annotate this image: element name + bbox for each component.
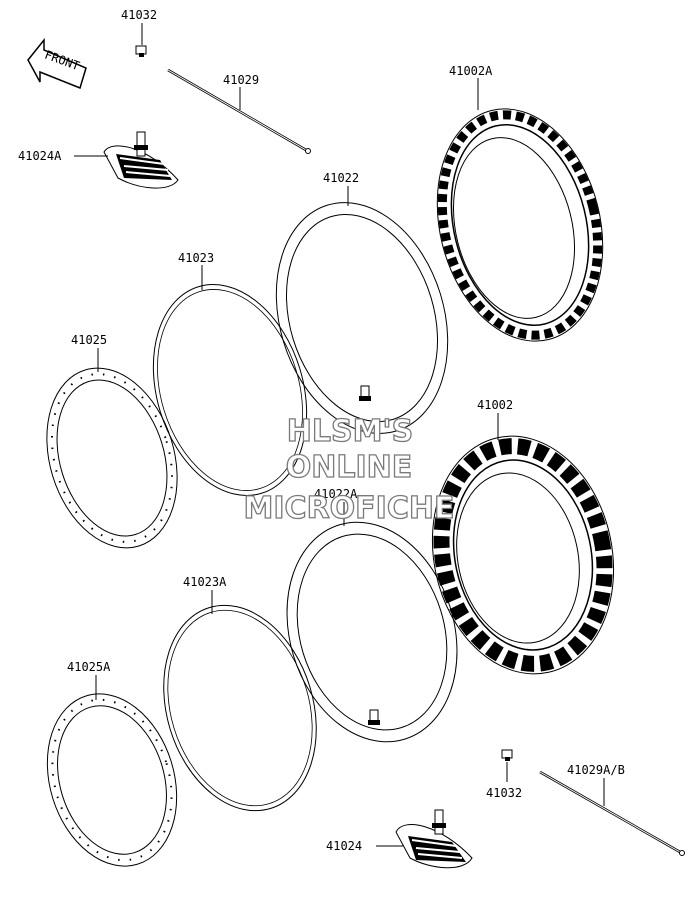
label-41029AB: 41029A/B [567, 763, 625, 777]
label-41022A: 41022A [314, 487, 358, 501]
label-41032-top: 41032 [121, 8, 157, 22]
label-41025: 41025 [71, 333, 107, 347]
watermark-line-3: MICROFICHE [244, 491, 455, 526]
rim-41025 [46, 348, 178, 549]
watermark-line-2: ONLINE [286, 450, 413, 485]
spoke-41029 [167, 68, 311, 154]
label-41002: 41002 [477, 398, 513, 412]
label-41025A: 41025A [67, 660, 111, 674]
rim-band-41023A [163, 590, 317, 812]
label-41023A: 41023A [183, 575, 227, 589]
spoke-41029AB [539, 770, 685, 856]
tube-41022A [286, 502, 458, 743]
label-41022: 41022 [323, 171, 359, 185]
tube-41022 [275, 186, 449, 434]
label-41032-bottom: 41032 [486, 786, 522, 800]
label-41024A: 41024A [18, 149, 62, 163]
label-41024: 41024 [326, 839, 362, 853]
tire-41002A [436, 78, 604, 342]
rim-41025A [46, 675, 178, 867]
valve-cap-bottom [501, 749, 513, 782]
watermark: HLSM'S ONLINE MICROFICHE [243, 413, 455, 526]
label-41002A: 41002A [449, 64, 493, 78]
label-41029: 41029 [223, 73, 259, 87]
rim-lock-41024 [376, 809, 473, 869]
rim-lock-41024A [74, 131, 179, 189]
valve-cap-top [135, 23, 147, 57]
label-41023: 41023 [178, 251, 214, 265]
front-arrow-icon: FRONT [27, 37, 87, 90]
rim-band-41023 [152, 265, 308, 496]
watermark-line-1: HLSM'S [287, 414, 413, 449]
tire-41002 [431, 413, 615, 675]
